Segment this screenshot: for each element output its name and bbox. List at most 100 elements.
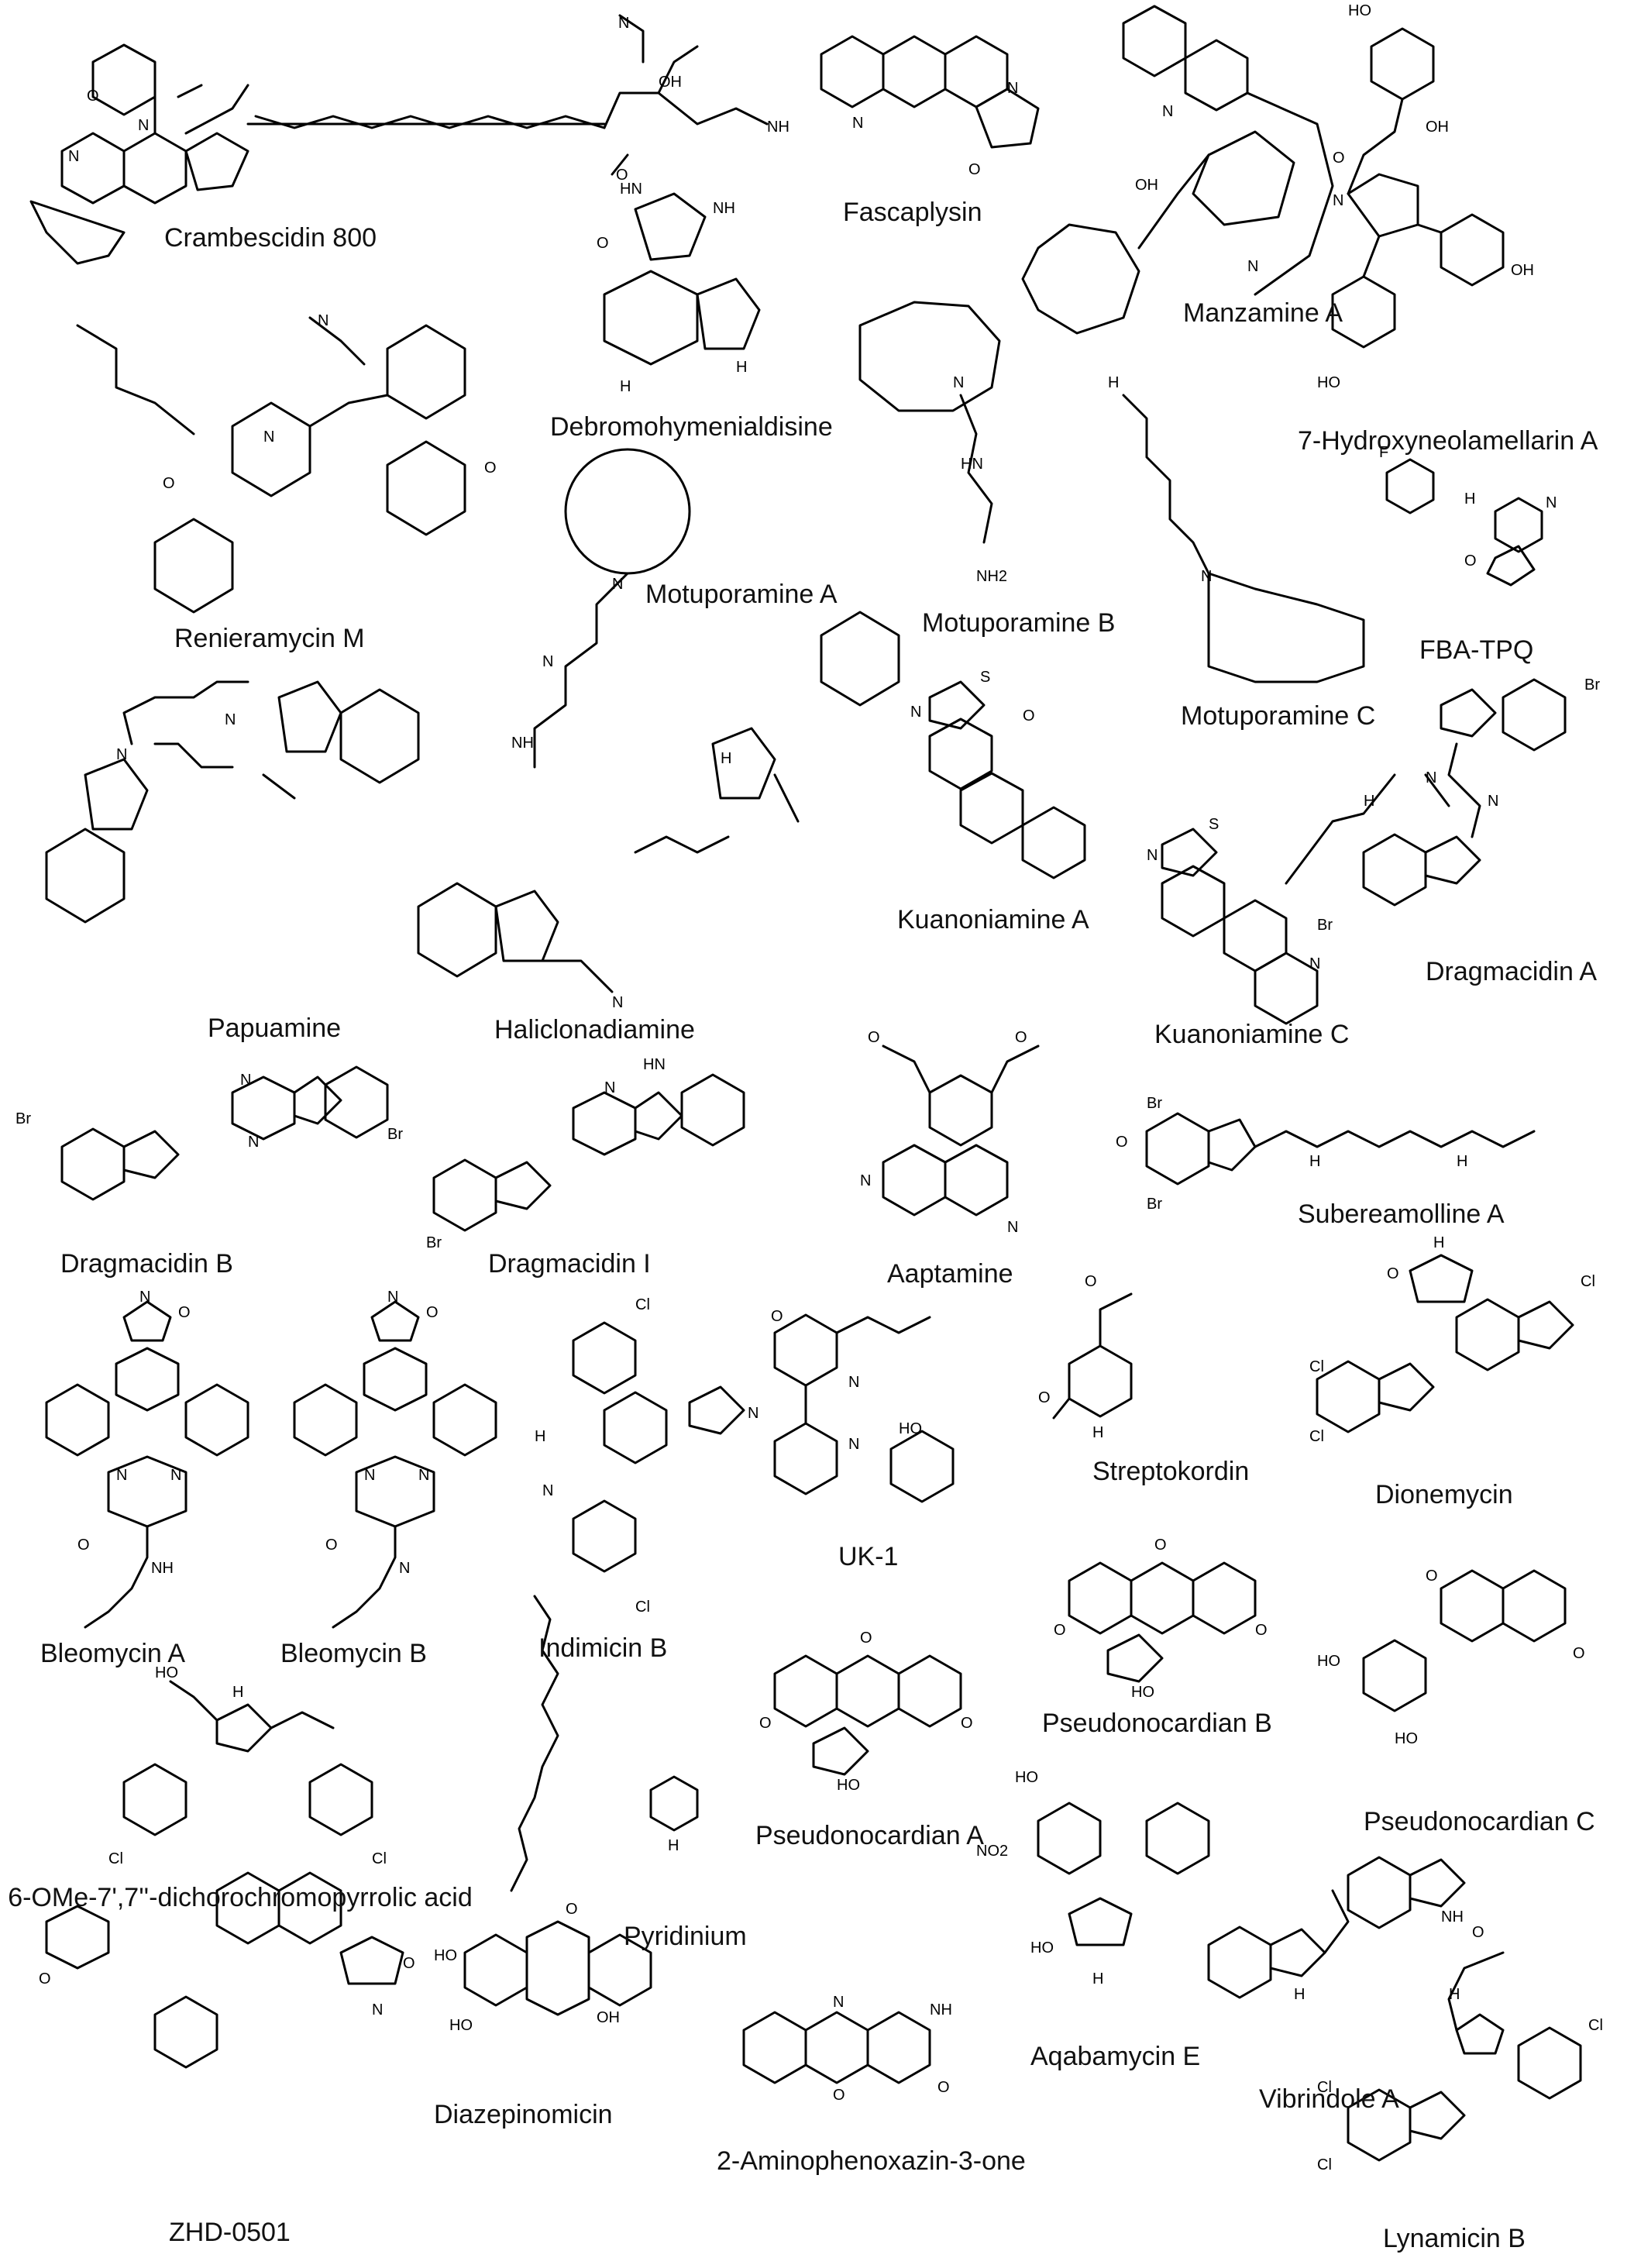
svg-text:O: O — [1038, 1389, 1051, 1406]
svg-text:H: H — [1464, 490, 1475, 508]
svg-text:Br: Br — [1584, 676, 1600, 693]
svg-text:H: H — [1092, 1424, 1103, 1441]
svg-text:H: H — [1433, 1234, 1444, 1251]
structure-motuporamine-b: N HN NH2 — [858, 301, 1007, 585]
svg-text:N: N — [138, 117, 149, 134]
svg-text:O: O — [39, 1970, 51, 1988]
structure-papuamine: N N — [45, 680, 420, 924]
label-manzamine-a: Manzamine A — [1183, 298, 1343, 328]
svg-text:O: O — [1387, 1265, 1399, 1282]
label-bleomycin-b: Bleomycin B — [280, 1639, 427, 1668]
svg-text:Br: Br — [15, 1110, 31, 1127]
label-dionemycin: Dionemycin — [1375, 1480, 1513, 1509]
svg-text:N: N — [263, 428, 274, 446]
svg-text:N: N — [139, 1289, 150, 1306]
svg-text:OH: OH — [1511, 262, 1534, 279]
svg-text:H: H — [620, 378, 631, 395]
svg-text:N: N — [1007, 1219, 1018, 1236]
svg-text:OH: OH — [659, 74, 682, 91]
svg-text:O: O — [87, 88, 99, 105]
svg-text:O: O — [1015, 1029, 1027, 1046]
label-dragmacidin-b: Dragmacidin B — [60, 1249, 233, 1279]
svg-text:O: O — [968, 161, 981, 178]
svg-text:HO: HO — [1395, 1730, 1418, 1747]
structure-aaptamine: O O N N — [860, 1029, 1040, 1236]
svg-text:HO: HO — [155, 1664, 178, 1681]
label-debromohymenialdisine: Debromohymenialdisine — [550, 412, 833, 442]
label-dragmacidin-i: Dragmacidin I — [488, 1249, 651, 1279]
svg-text:N: N — [1488, 793, 1498, 810]
svg-text:Cl: Cl — [1309, 1358, 1324, 1375]
structure-pseudonocardian-a: O O O HO — [759, 1630, 973, 1794]
label-pseudonocardian-a: Pseudonocardian A — [755, 1821, 984, 1850]
label-aaptamine: Aaptamine — [887, 1259, 1013, 1289]
svg-text:O: O — [325, 1537, 338, 1554]
label-kuanoniamine-c: Kuanoniamine C — [1154, 1020, 1350, 1049]
label-aqabamycin-e: Aqabamycin E — [1030, 2042, 1201, 2071]
svg-text:N: N — [860, 1172, 871, 1189]
svg-text:Br: Br — [1317, 917, 1333, 934]
svg-text:Br: Br — [426, 1234, 442, 1251]
svg-text:H: H — [1309, 1153, 1320, 1170]
svg-text:NH: NH — [930, 2001, 952, 2018]
label-fba-tpq: FBA-TPQ — [1419, 635, 1534, 665]
svg-text:OH: OH — [597, 2009, 620, 2026]
svg-text:O: O — [1054, 1622, 1066, 1639]
svg-text:H: H — [721, 750, 731, 767]
label-fascaplysin: Fascaplysin — [843, 198, 982, 227]
svg-text:H: H — [1108, 374, 1119, 391]
svg-text:O: O — [77, 1537, 90, 1554]
svg-text:N: N — [542, 1482, 553, 1499]
svg-text:O: O — [616, 167, 628, 184]
svg-text:HO: HO — [837, 1777, 860, 1794]
structure-pyridinium: H — [649, 1775, 699, 1854]
svg-text:O: O — [426, 1304, 439, 1321]
svg-text:HO: HO — [1317, 374, 1340, 391]
structure-crambescidin-800: N N O N OH NH O — [29, 14, 789, 265]
label-indimicin-b: Indimicin B — [538, 1633, 668, 1663]
label-zhd-0501: ZHD-0501 — [169, 2218, 291, 2247]
structure-dichlorochromopyrrolic-acid: HO H Cl Cl — [108, 1664, 387, 1867]
structure-manzamine-a: N OH N — [1021, 5, 1334, 335]
svg-text:O: O — [403, 1955, 415, 1972]
svg-text:O: O — [163, 475, 175, 492]
structure-renieramycin-m: N N O O — [76, 312, 497, 614]
structure-lynamicin-b: Cl Cl O H Cl — [1317, 1924, 1603, 2173]
svg-text:NH: NH — [1441, 1908, 1464, 1926]
svg-text:O: O — [1426, 1568, 1438, 1585]
svg-text:N: N — [748, 1405, 759, 1422]
svg-text:N: N — [848, 1374, 859, 1391]
svg-text:O: O — [1085, 1273, 1097, 1290]
structure-aminophenoxazinone: N O NH O — [742, 1994, 952, 2104]
svg-text:F: F — [1379, 444, 1388, 461]
label-dichlorochromopyrrolic-acid: 6-OMe-7',7''-dichorochromopyrrolic acid — [8, 1883, 473, 1912]
svg-text:N: N — [852, 115, 863, 132]
structure-hydroxyneolamellarin-a: HO OH O N OH HO — [1317, 2, 1534, 391]
label-renieramycin-m: Renieramycin M — [174, 624, 365, 653]
label-pyridinium: Pyridinium — [624, 1922, 747, 1951]
structure-motuporamine-c: H N — [1108, 374, 1365, 683]
svg-text:HO: HO — [1348, 2, 1371, 19]
svg-text:H: H — [535, 1428, 545, 1445]
svg-text:N: N — [418, 1467, 429, 1484]
svg-text:N: N — [372, 2001, 383, 2018]
svg-text:NO2: NO2 — [976, 1843, 1008, 1860]
svg-text:N: N — [116, 1467, 127, 1484]
svg-text:N: N — [953, 374, 964, 391]
svg-text:H: H — [232, 1684, 243, 1701]
svg-text:H: H — [1294, 1986, 1305, 2003]
svg-text:Cl: Cl — [108, 1850, 123, 1867]
label-kuanoniamine-a: Kuanoniamine A — [897, 905, 1089, 934]
svg-text:OH: OH — [1426, 119, 1449, 136]
label-subereamolline-a: Subereamolline A — [1298, 1199, 1505, 1229]
structure-dragmacidin-a: Br Br N N — [1317, 676, 1600, 934]
svg-text:H: H — [668, 1837, 679, 1854]
svg-text:Cl: Cl — [372, 1850, 387, 1867]
svg-text:O: O — [566, 1901, 578, 1918]
label-uk-1: UK-1 — [838, 1542, 899, 1571]
label-haliclonadiamine: Haliclonadiamine — [494, 1015, 695, 1045]
svg-text:H: H — [1457, 1153, 1467, 1170]
svg-text:Cl: Cl — [635, 1296, 650, 1313]
svg-text:Cl: Cl — [1317, 2079, 1332, 2096]
structure-kuanoniamine-a: S N O — [910, 669, 1086, 879]
